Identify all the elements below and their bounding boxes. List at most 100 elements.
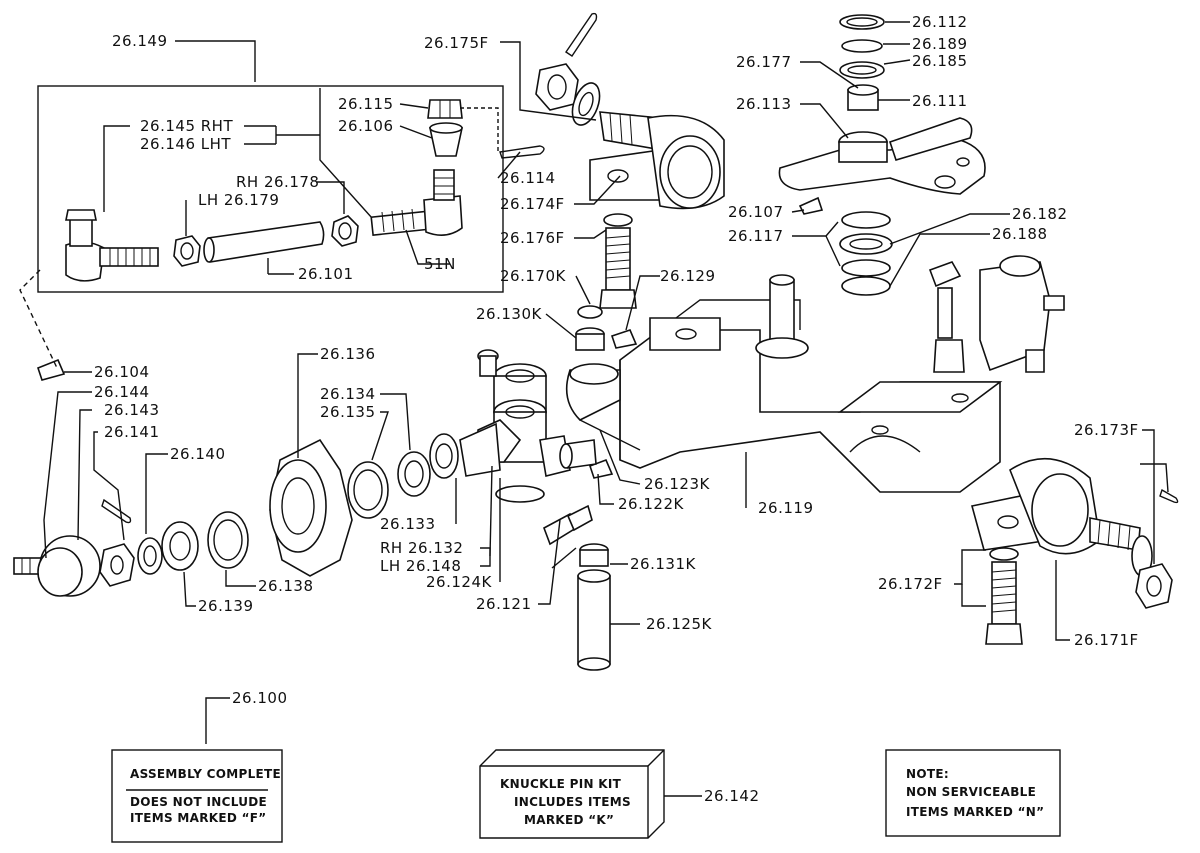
hub-26-136 xyxy=(269,438,353,577)
bolt-26-172F xyxy=(985,547,1023,645)
label-26-174F: 26.174F xyxy=(500,195,565,213)
tie-rod-assembly-frame xyxy=(37,85,504,293)
label-26-119: 26.119 xyxy=(758,499,814,517)
grease-fitting-26-129 xyxy=(610,329,638,349)
label-26-149: 26.149 xyxy=(112,32,168,50)
knuckle-arm-26-171F xyxy=(971,458,1141,555)
kit-note-line1: KNUCKLE PIN KIT xyxy=(500,777,622,791)
label-26-112: 26.112 xyxy=(912,13,968,31)
assembly-note-line2: DOES NOT INCLUDE xyxy=(130,795,267,809)
label-26-123K: 26.123K xyxy=(644,475,710,493)
label-26-145: 26.145 RHT xyxy=(140,117,233,135)
label-26-100: 26.100 xyxy=(232,689,288,707)
grease-fitting-26-107 xyxy=(798,196,824,215)
part-labels: 26.149 26.175F 26.112 26.189 26.177 26.1… xyxy=(94,13,1139,805)
label-26-176F: 26.176F xyxy=(500,229,565,247)
castle-nut-26-115 xyxy=(427,99,463,119)
label-26-135: 26.135 xyxy=(320,403,376,421)
thrust-bearing-26-117 xyxy=(839,211,893,296)
tie-rod-end-left xyxy=(65,209,159,282)
washer-26-140 xyxy=(137,537,163,575)
label-26-115: 26.115 xyxy=(338,95,394,113)
label-51N: 51N xyxy=(424,255,456,273)
label-26-141: 26.141 xyxy=(104,423,160,441)
washer-26-175F xyxy=(571,82,601,126)
spindle-knuckle-26-124K xyxy=(477,349,571,477)
washer-26-185 xyxy=(839,61,885,79)
label-26-140: 26.140 xyxy=(170,445,226,463)
label-26-146: 26.146 LHT xyxy=(140,135,231,153)
label-26-131K: 26.131K xyxy=(630,555,696,573)
king-pin-26-125K xyxy=(577,569,611,671)
label-26-121: 26.121 xyxy=(476,595,532,613)
label-26-175F: 26.175F xyxy=(424,34,489,52)
king-pin-26-125K-top xyxy=(755,274,809,359)
kit-note-line3: MARKED “K” xyxy=(524,813,614,827)
label-26-101: 26.101 xyxy=(298,265,354,283)
knuckle-pin-kit-note: KNUCKLE PIN KIT INCLUDES ITEMS MARKED “K… xyxy=(479,749,665,839)
label-26-182: 26.182 xyxy=(1012,205,1068,223)
knuckle-26-123K xyxy=(565,363,641,451)
label-26-136: 26.136 xyxy=(320,345,376,363)
label-26-111: 26.111 xyxy=(912,92,968,110)
label-26-114: 26.114 xyxy=(500,169,556,187)
label-26-132: RH 26.132 xyxy=(380,539,463,557)
label-26-133: 26.133 xyxy=(380,515,436,533)
label-26-144: 26.144 xyxy=(94,383,150,401)
cotter-pin-26-114 xyxy=(499,145,545,159)
bearing-26-134 xyxy=(397,451,431,497)
cup-26-138 xyxy=(207,511,249,569)
lock-nut-right xyxy=(331,215,359,247)
label-26-130K: 26.130K xyxy=(476,305,542,323)
bolt-26-176F xyxy=(599,213,637,309)
assembly-note-line1: ASSEMBLY COMPLETE xyxy=(130,767,281,781)
tie-rod-assembly-group xyxy=(37,40,504,293)
note-line1: NOTE: xyxy=(906,767,949,781)
snap-ring-26-112 xyxy=(839,14,885,30)
hub-cap-26-143 xyxy=(37,535,101,597)
label-26-113: 26.113 xyxy=(736,95,792,113)
label-26-129: 26.129 xyxy=(660,267,716,285)
kit-note-line2: INCLUDES ITEMS xyxy=(514,795,631,809)
steering-arm-26-113 xyxy=(778,117,986,195)
bushing-26-131K xyxy=(579,543,609,567)
spindle-26-132 xyxy=(459,422,501,477)
label-26-171F: 26.171F xyxy=(1074,631,1139,649)
label-26-148: LH 26.148 xyxy=(380,557,461,575)
right-knuckle-upper xyxy=(928,255,1065,373)
label-26-143: 26.143 xyxy=(104,401,160,419)
tie-rod-end-right xyxy=(370,169,463,236)
assembly-complete-note: ASSEMBLY COMPLETE DOES NOT INCLUDE ITEMS… xyxy=(111,749,283,843)
seal-26-106 xyxy=(429,122,463,157)
label-26-107: 26.107 xyxy=(728,203,784,221)
label-26-170K: 26.170K xyxy=(500,267,566,285)
cotter-pin-26-141 xyxy=(101,498,132,524)
castle-nut-26-173F xyxy=(1135,563,1173,609)
castle-nut-26-141 xyxy=(99,543,135,587)
seal-26-135 xyxy=(429,433,459,479)
label-26-124K: 26.124K xyxy=(426,573,492,591)
non-serviceable-note: NOTE: NON SERVICEABLE ITEMS MARKED “N” xyxy=(885,749,1061,837)
label-26-125K: 26.125K xyxy=(646,615,712,633)
label-26-179: LH 26.179 xyxy=(198,191,279,209)
bolt-26-121 xyxy=(543,504,593,546)
label-26-134: 26.134 xyxy=(320,385,376,403)
castle-nut-26-175F xyxy=(535,63,579,111)
steering-arm-26-174F xyxy=(589,111,725,210)
label-26-122K: 26.122K xyxy=(618,495,684,513)
bushing-26-130K xyxy=(575,305,605,351)
label-26-173F: 26.173F xyxy=(1074,421,1139,439)
bushing-26-111 xyxy=(847,84,879,111)
leader-lines xyxy=(19,21,1169,797)
label-26-142: 26.142 xyxy=(704,787,760,805)
note-line3: ITEMS MARKED “N” xyxy=(906,805,1044,819)
cotter-pin-26-175F xyxy=(565,12,598,57)
label-26-138: 26.138 xyxy=(258,577,314,595)
label-26-188: 26.188 xyxy=(992,225,1048,243)
spindle-cap-26-122K xyxy=(559,439,597,469)
cup-26-133 xyxy=(347,461,389,519)
grease-fitting-26-104 xyxy=(37,358,66,381)
cotter-pin-26-173F xyxy=(1159,488,1179,504)
washer-26-189 xyxy=(841,39,883,53)
